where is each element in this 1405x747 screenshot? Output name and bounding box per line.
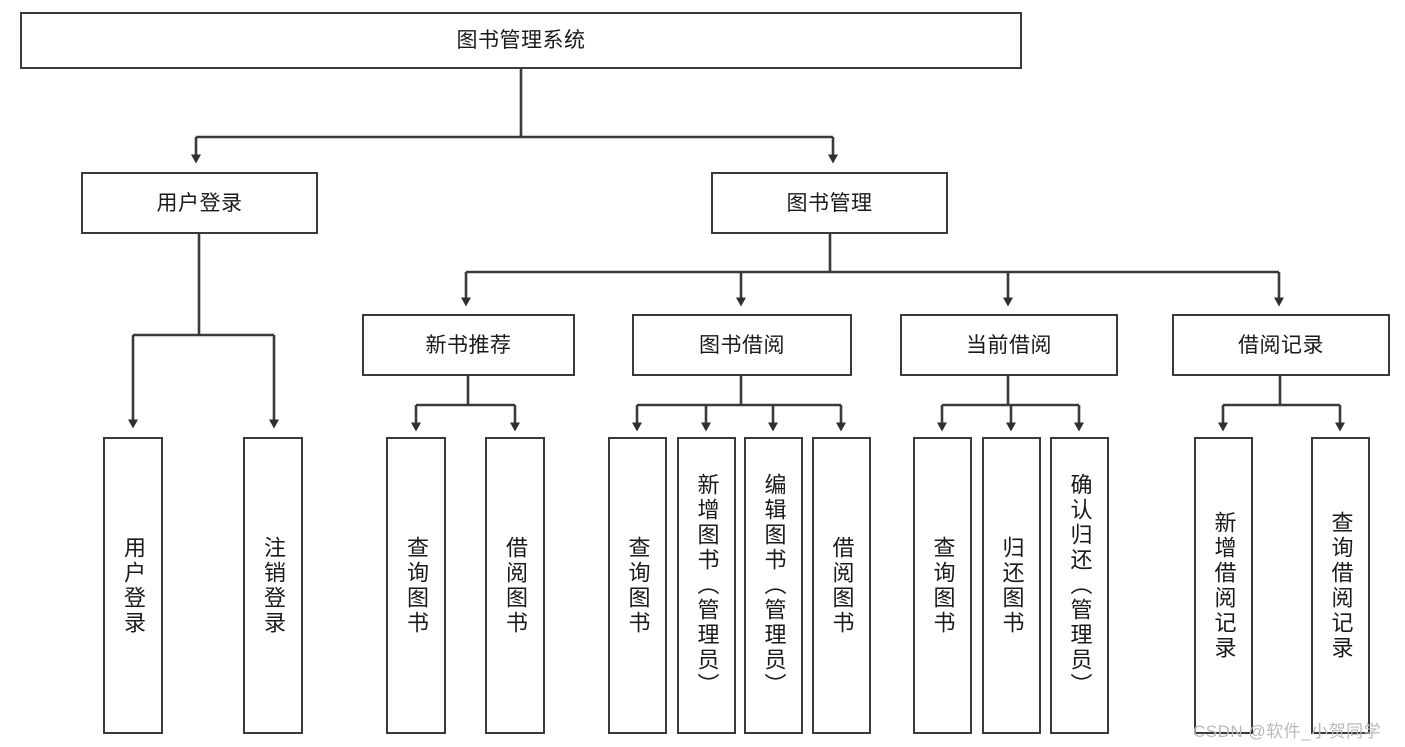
node-label: 查询图书: [625, 535, 651, 636]
node-label: 借阅记录: [1238, 333, 1324, 357]
node-label: 当前借阅: [966, 333, 1052, 357]
leaf-add-borrow-record[interactable]: 新增借阅记录: [1194, 437, 1253, 734]
node-borrowing-records[interactable]: 借阅记录: [1172, 314, 1390, 376]
leaf-borrow-books-new[interactable]: 借阅图书: [485, 437, 545, 734]
node-label: 注销登录: [260, 535, 286, 636]
node-label: 图书借阅: [699, 333, 785, 357]
node-label: 新增借阅记录: [1211, 510, 1237, 661]
node-new-book-recommendation[interactable]: 新书推荐: [362, 314, 575, 376]
node-label: 查询借阅记录: [1328, 510, 1354, 661]
leaf-query-borrow-record[interactable]: 查询借阅记录: [1311, 437, 1370, 734]
node-label: 借阅图书: [502, 535, 528, 636]
node-label: 图书管理系统: [456, 29, 586, 52]
watermark-text: CSDN @软件_小贺同学: [1193, 722, 1382, 741]
node-book-management[interactable]: 图书管理: [711, 172, 948, 234]
node-label: 编辑图书（管理员）: [761, 473, 787, 698]
node-label: 归还图书: [999, 535, 1025, 636]
leaf-query-books-borrow[interactable]: 查询图书: [608, 437, 667, 734]
node-label: 查询图书: [930, 535, 956, 636]
node-label: 新增图书（管理员）: [694, 473, 720, 698]
node-label: 确认归还（管理员）: [1067, 473, 1093, 698]
leaf-query-books-new[interactable]: 查询图书: [386, 437, 446, 734]
leaf-user-login[interactable]: 用户登录: [103, 437, 163, 734]
node-label: 借阅图书: [829, 535, 855, 636]
leaf-borrow-books[interactable]: 借阅图书: [812, 437, 871, 734]
leaf-edit-book-admin[interactable]: 编辑图书（管理员）: [744, 437, 803, 734]
node-current-borrowing[interactable]: 当前借阅: [900, 314, 1118, 376]
node-label: 用户登录: [156, 191, 243, 215]
leaf-query-books-current[interactable]: 查询图书: [913, 437, 972, 734]
node-user-login[interactable]: 用户登录: [81, 172, 318, 234]
leaf-confirm-return-admin[interactable]: 确认归还（管理员）: [1050, 437, 1109, 734]
node-label: 查询图书: [403, 535, 429, 636]
leaf-return-books[interactable]: 归还图书: [982, 437, 1041, 734]
node-label: 用户登录: [120, 535, 146, 636]
leaf-add-book-admin[interactable]: 新增图书（管理员）: [677, 437, 736, 734]
node-book-borrowing[interactable]: 图书借阅: [632, 314, 852, 376]
node-root-book-management-system[interactable]: 图书管理系统: [20, 12, 1022, 69]
leaf-logout[interactable]: 注销登录: [243, 437, 303, 734]
node-label: 图书管理: [786, 191, 873, 215]
node-label: 新书推荐: [425, 333, 512, 357]
